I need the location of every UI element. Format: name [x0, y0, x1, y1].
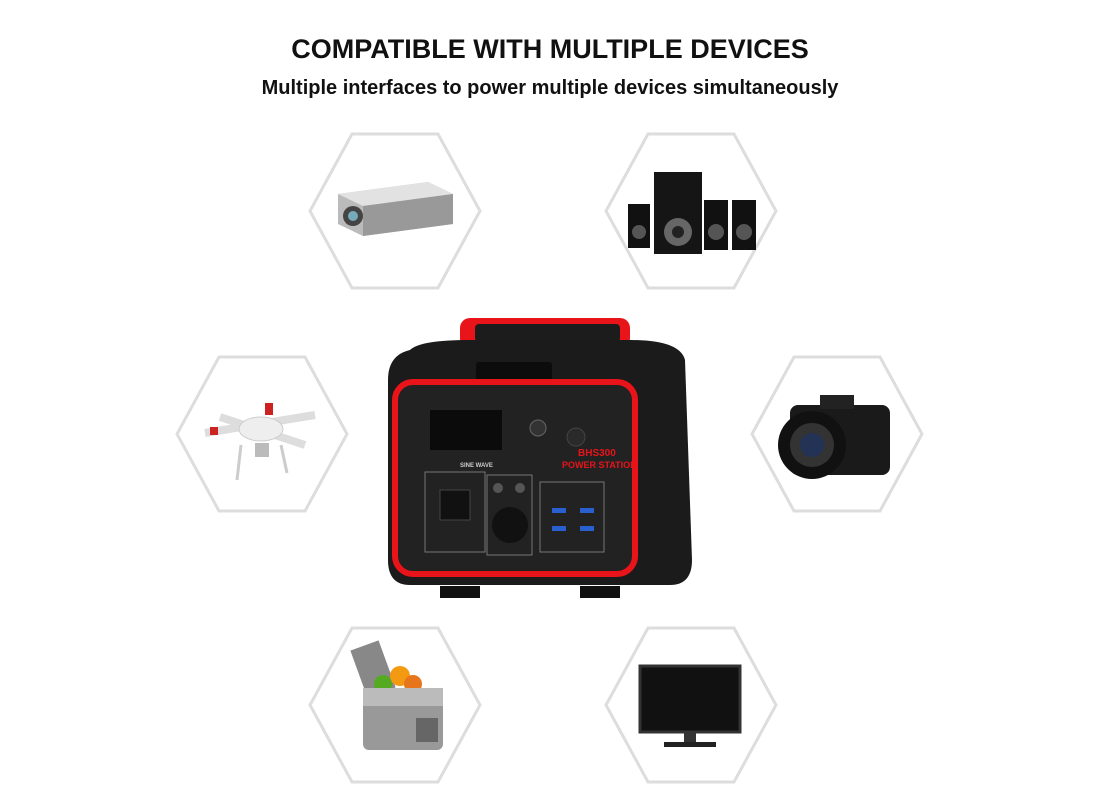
cooler-icon [308, 626, 482, 784]
product-name-label: POWER STATION [562, 460, 637, 470]
speakers-icon [604, 132, 778, 290]
sine-wave-label: SINE WAVE [460, 463, 493, 469]
drone-icon [175, 355, 349, 513]
page-title: COMPATIBLE WITH MULTIPLE DEVICES [291, 34, 809, 64]
projector-icon [308, 132, 482, 290]
page-subtitle: Multiple interfaces to power multiple de… [261, 77, 839, 99]
camera-icon [750, 355, 924, 513]
monitor-icon [604, 626, 778, 784]
power-station-image: BHS300 POWER STATION SINE WAVE [388, 318, 692, 598]
model-label: BHS300 [578, 448, 616, 459]
